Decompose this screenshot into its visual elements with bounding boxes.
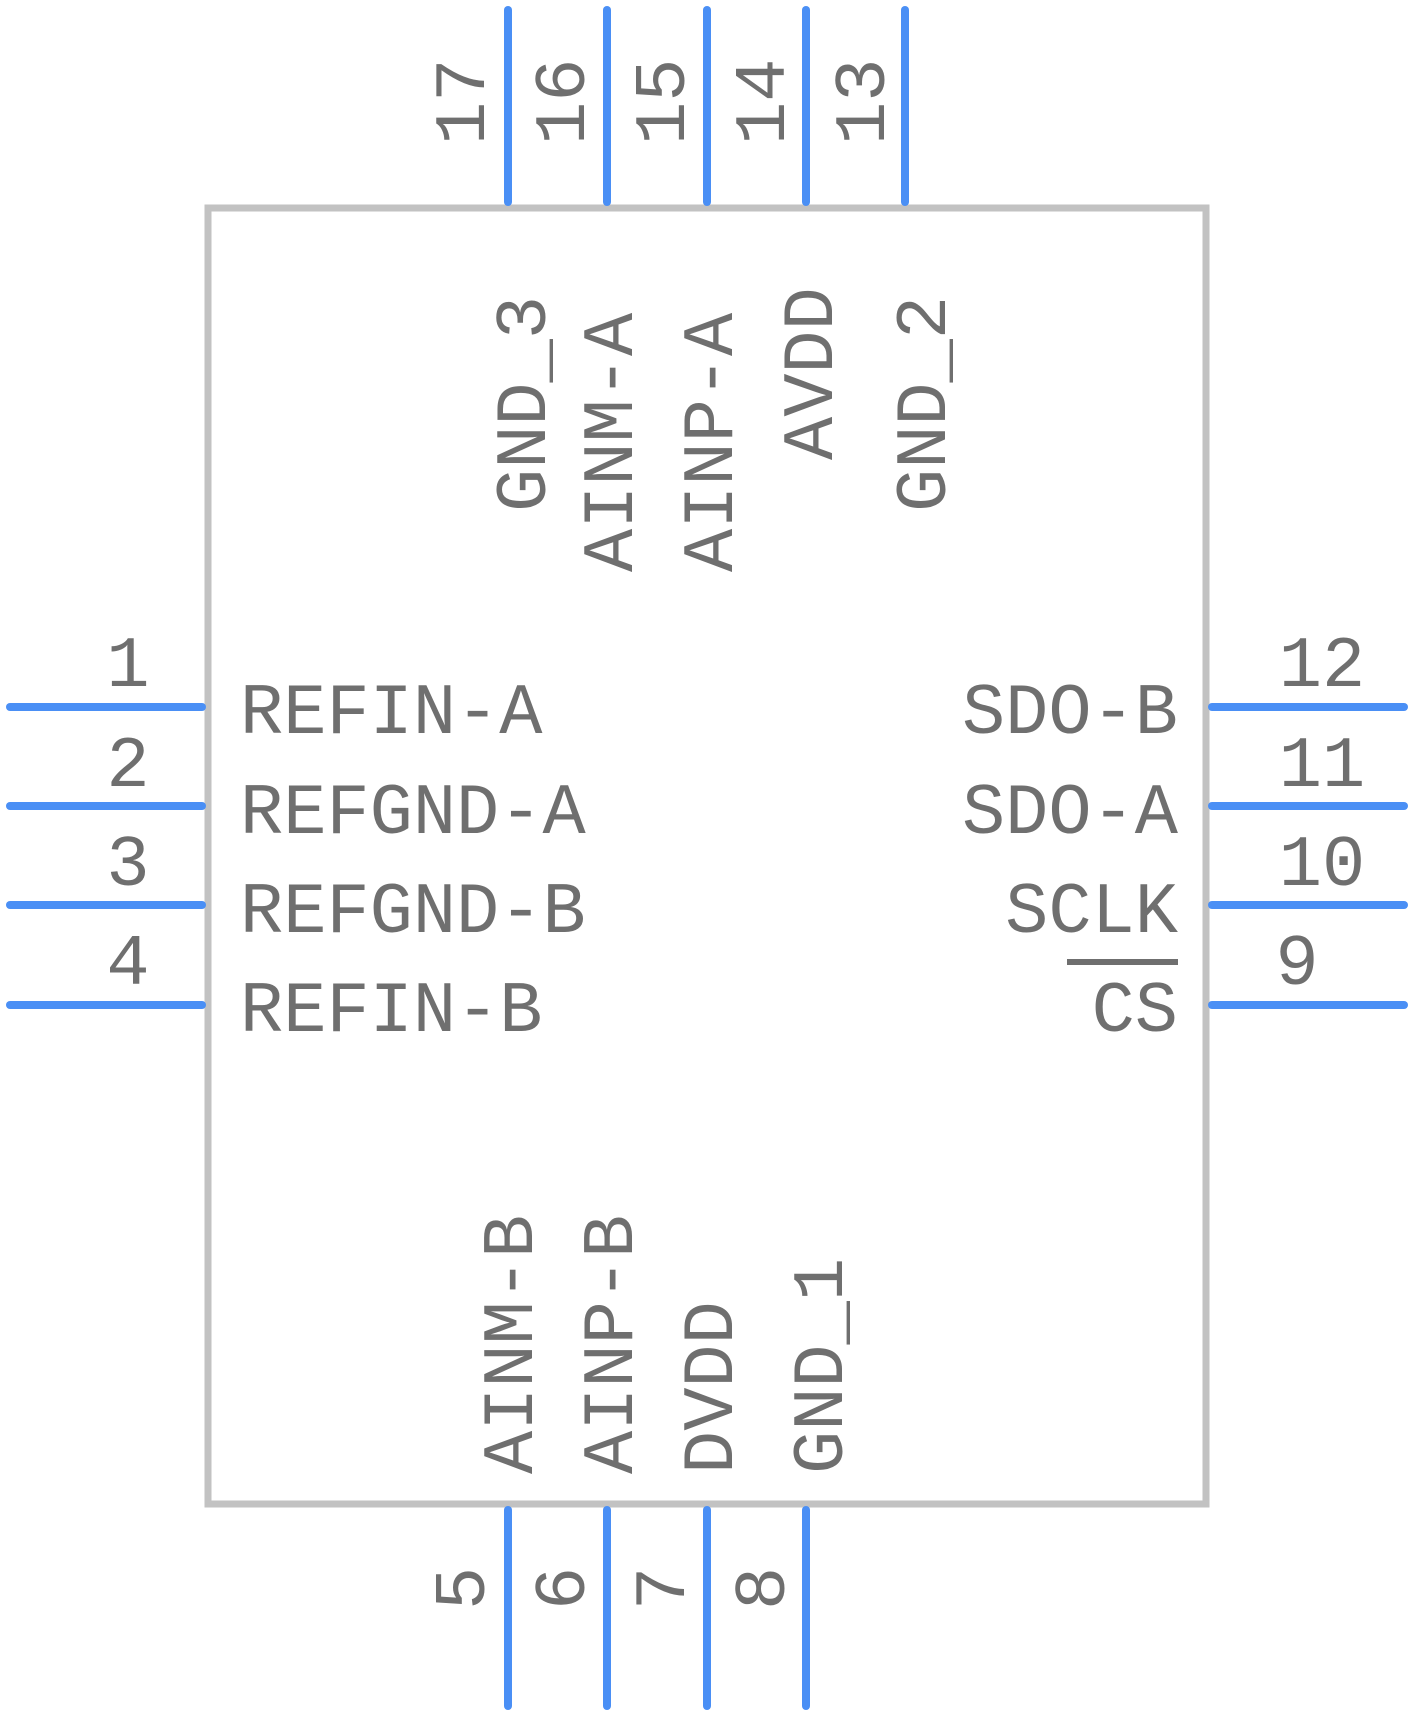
pin-3-number: 3 xyxy=(106,825,149,907)
pin-11-number: 11 xyxy=(1279,726,1365,808)
pin-4-name: REFIN-B xyxy=(240,971,542,1053)
pin-8-number: 8 xyxy=(724,1567,806,1610)
pin-16-number: 16 xyxy=(524,59,606,145)
pin-9-number: 9 xyxy=(1275,924,1318,1006)
pin-13-number: 13 xyxy=(824,59,906,145)
pin-10-number: 10 xyxy=(1279,825,1365,907)
pin-5-number: 5 xyxy=(424,1567,506,1610)
pin-1-number: 1 xyxy=(106,626,149,708)
pin-12-number: 12 xyxy=(1279,626,1365,708)
pin-14-number: 14 xyxy=(724,59,806,145)
pin-12-name: SDO-B xyxy=(962,673,1178,755)
pin-4-number: 4 xyxy=(106,924,149,1006)
pin-17-name: GND_3 xyxy=(485,296,567,512)
pin-2-name: REFGND-A xyxy=(240,773,586,855)
pin-8-name: GND_1 xyxy=(782,1258,864,1474)
pin-2-number: 2 xyxy=(106,726,149,808)
component-body xyxy=(204,204,1210,1508)
pin-14-name: AVDD xyxy=(772,287,854,460)
pin-6-number: 6 xyxy=(524,1567,606,1610)
pin-16-name: AINM-A xyxy=(572,312,654,572)
pin-6-name: AINP-B xyxy=(572,1215,654,1474)
pin-1-name: REFIN-A xyxy=(240,673,543,755)
pin-15-number: 15 xyxy=(624,59,706,145)
pin-7-name: DVDD xyxy=(672,1301,754,1474)
pin-15-name: AINP-A xyxy=(672,312,754,572)
pin-13-name: GND_2 xyxy=(885,296,967,512)
pin-10-name: SCLK xyxy=(1005,872,1179,954)
pin-11-name: SDO-A xyxy=(962,773,1179,855)
pin-5-name: AINM-B xyxy=(472,1215,554,1474)
pin-7-number: 7 xyxy=(624,1567,706,1610)
pin-17-number: 17 xyxy=(424,59,506,145)
pin-3-name: REFGND-B xyxy=(240,872,586,954)
pin-9-name: CS xyxy=(1092,971,1178,1053)
